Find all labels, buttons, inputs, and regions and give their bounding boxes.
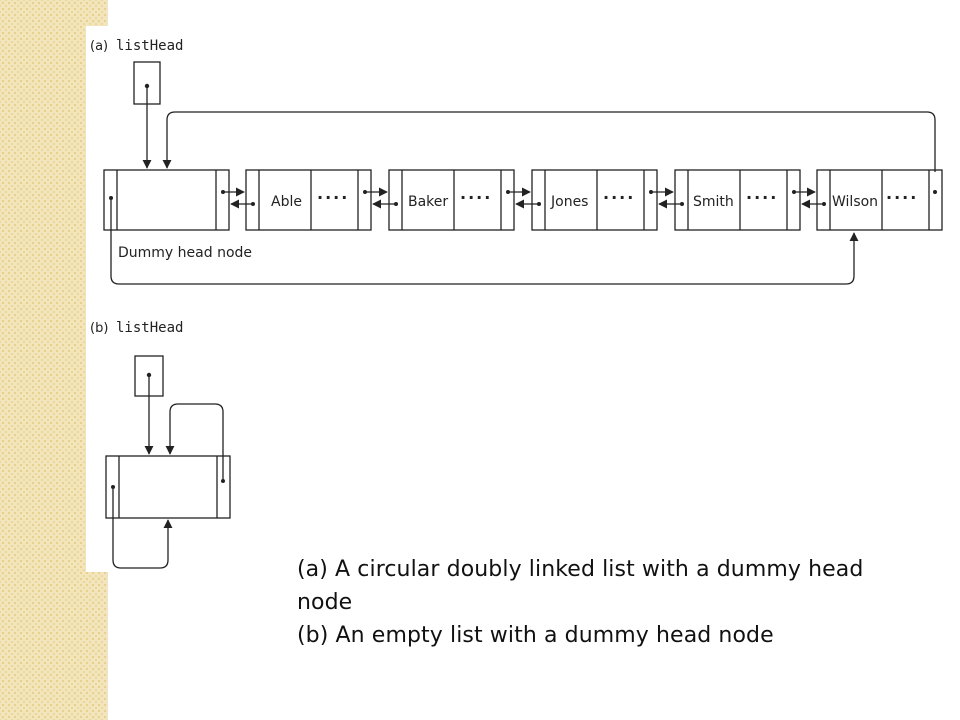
list-node: Able ···· — [245, 169, 372, 231]
list-node: Jones ···· — [531, 169, 658, 231]
list-node-ellipsis: ···· — [603, 188, 635, 207]
list-node: Baker ···· — [388, 169, 515, 231]
diagram-b-prev-loop-arrow — [112, 489, 173, 569]
dummy-head-label: Dummy head node — [118, 245, 252, 261]
list-node: Smith ···· — [674, 169, 801, 231]
list-node-name: Wilson — [832, 194, 878, 210]
diagram-b-tag: (b) — [90, 321, 108, 336]
list-node-ellipsis: ···· — [886, 188, 918, 207]
list-node-ellipsis: ···· — [460, 188, 492, 207]
diagram-a-tag: (a) — [90, 39, 108, 54]
diagram-b-next-loop-arrow — [165, 403, 224, 481]
diagram-a-bottom-loop-arrow — [110, 200, 859, 285]
figure-svg: (a) listHead Dummy head node — [86, 26, 960, 572]
list-node-name: Baker — [408, 194, 448, 210]
figure-background — [86, 26, 960, 572]
diagram-b: (b) listHead — [90, 320, 231, 569]
linked-list-figure: (a) listHead Dummy head node — [86, 26, 960, 572]
list-node: Wilson ···· — [816, 169, 943, 231]
diagram-a-pointer-label: listHead — [116, 38, 183, 54]
list-node-name: Smith — [693, 194, 734, 210]
list-node-name: Jones — [550, 194, 588, 210]
list-node-ellipsis: ···· — [317, 188, 349, 207]
caption-line-b: (b) An empty list with a dummy head node — [297, 623, 774, 648]
link-arrows — [223, 187, 824, 209]
figure-caption: (a) A circular doubly linked list with a… — [297, 553, 917, 652]
diagram-b-pointer-label: listHead — [116, 320, 183, 336]
diagram-a-top-loop-arrow — [162, 111, 936, 172]
caption-line-a: (a) A circular doubly linked list with a… — [297, 557, 864, 615]
list-node-ellipsis: ···· — [746, 188, 778, 207]
diagram-a: (a) listHead Dummy head node — [90, 38, 943, 285]
list-node-name: Able — [271, 194, 302, 210]
